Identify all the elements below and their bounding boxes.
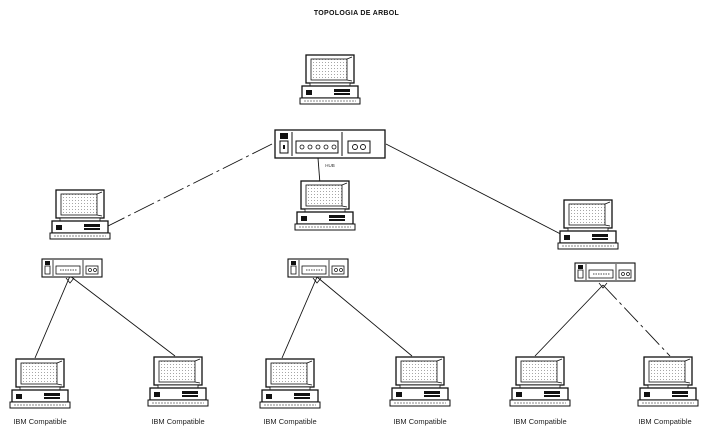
center-hub-connector-icon [312, 277, 322, 284]
leaf-computer-6-icon [637, 356, 699, 407]
cable-right-hub-to-leaf-6 [602, 284, 671, 357]
right-computer-icon [557, 199, 619, 250]
left-hub-icon [41, 258, 103, 278]
leaf-label-6: IBM Compatible [638, 417, 692, 426]
network-cables [34, 143, 671, 359]
leaf-label-4: IBM Compatible [393, 417, 447, 426]
cable-root-to-left [99, 143, 273, 231]
leaf-label-5: IBM Compatible [513, 417, 567, 426]
leaf-computer-2-icon [147, 356, 209, 407]
cable-right-hub-to-leaf-5 [534, 284, 604, 357]
leaf-computer-4-icon [389, 356, 451, 407]
center-hub-icon [287, 258, 349, 278]
left-hub-connector-icon [65, 277, 75, 284]
root-hub-label: HUB [325, 163, 335, 168]
cable-left-hub-to-leaf-1 [34, 275, 71, 359]
center-computer-icon [294, 180, 356, 231]
cable-root-to-right [385, 143, 581, 245]
leaf-label-3: IBM Compatible [263, 417, 317, 426]
leaf-label-1: IBM Compatible [13, 417, 67, 426]
diagram-title: TOPOLOGIA DE ARBOL [313, 10, 400, 17]
right-hub-icon [574, 262, 636, 282]
cable-center-hub-to-leaf-3 [281, 276, 318, 359]
right-hub-connector-icon [598, 282, 608, 289]
root-hub-icon [274, 129, 386, 159]
cable-center-hub-to-leaf-4 [316, 276, 413, 357]
leaf-computer-5-icon [509, 356, 571, 407]
leaf-label-2: IBM Compatible [151, 417, 205, 426]
root-computer-icon [299, 54, 361, 105]
left-computer-icon [49, 189, 111, 240]
cable-left-hub-to-leaf-2 [69, 275, 176, 357]
leaf-computer-1-icon [9, 358, 71, 409]
leaf-computer-3-icon [259, 358, 321, 409]
